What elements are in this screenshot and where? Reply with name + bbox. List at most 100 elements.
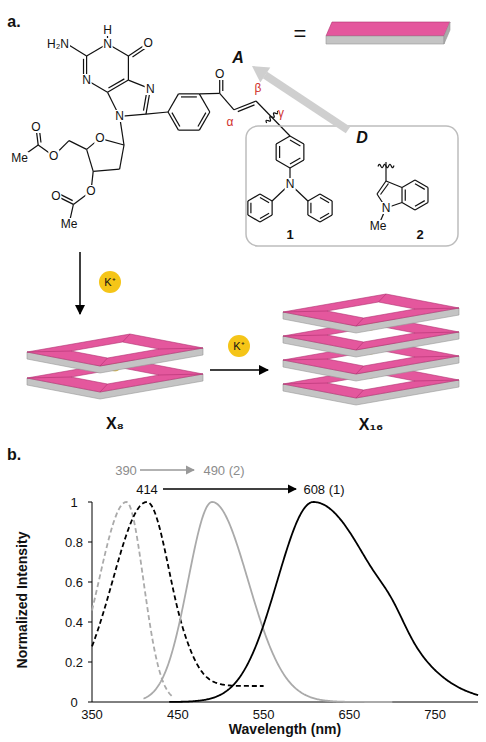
bond <box>220 93 234 110</box>
spectra-chart <box>88 470 478 702</box>
layer-seam <box>356 342 364 350</box>
panel-label: b. <box>7 447 21 463</box>
potassium-ion: K⁺ <box>228 335 250 357</box>
tick-label: 0.2 <box>65 656 83 669</box>
atom-label: Me <box>60 218 79 230</box>
bond <box>290 160 304 168</box>
atom-label: H₂N <box>46 38 70 50</box>
tick-label: 750 <box>424 708 446 721</box>
atom-label: N <box>381 202 392 214</box>
atom-label: O <box>50 190 61 202</box>
slab-side <box>326 36 444 44</box>
layer-seam <box>283 359 327 360</box>
bond-position-label: α <box>227 116 234 128</box>
bond <box>250 203 251 214</box>
quartet-layer <box>283 294 459 326</box>
bond <box>260 198 269 203</box>
y-axis <box>92 502 93 702</box>
bond <box>199 93 219 95</box>
quartet-layer <box>27 334 203 366</box>
bond <box>93 169 119 171</box>
attachment-wave <box>266 111 278 123</box>
atom-label: N <box>114 110 125 122</box>
bond <box>320 213 329 218</box>
bond <box>168 94 178 112</box>
quadruplex-stack: X₁₆ <box>268 288 474 438</box>
bond <box>381 184 389 195</box>
bond <box>128 56 129 80</box>
charge-transfer-arrowhead <box>252 66 270 82</box>
substituent-box <box>246 126 458 246</box>
bond <box>415 184 425 190</box>
bond <box>276 136 290 144</box>
bond <box>108 79 124 88</box>
bond <box>303 144 304 160</box>
tick-label: 1 <box>70 496 77 509</box>
tick-label: 550 <box>253 708 275 721</box>
bond <box>308 215 320 222</box>
stack-drawing <box>268 288 474 438</box>
tick-label: 350 <box>81 708 103 721</box>
atom-label: O <box>85 185 96 197</box>
layer-seam <box>356 390 364 398</box>
bond <box>402 180 415 188</box>
bond-position-label: γ <box>278 107 284 119</box>
bond <box>120 145 124 169</box>
layer-seam <box>27 351 71 352</box>
bond <box>260 213 269 218</box>
atom-label: N <box>285 178 296 190</box>
bond <box>178 130 199 131</box>
layer-seam <box>379 294 387 302</box>
assembly-arrow <box>79 252 81 314</box>
bond-position-label: β <box>255 82 262 94</box>
bond <box>377 181 386 194</box>
layer-seam <box>27 377 71 378</box>
atom-label: N <box>81 74 92 86</box>
atom-label: N <box>102 38 113 50</box>
tick-label: 0.8 <box>65 536 83 549</box>
bond <box>290 136 304 144</box>
bond <box>178 93 199 94</box>
axis-title: Wavelength (nm) <box>229 722 341 736</box>
wavelength-annotation: 490 (2) <box>203 464 244 477</box>
panel-label: a. <box>7 14 20 30</box>
layer-seam <box>159 374 203 375</box>
wavelength-annotation: 608 (1) <box>303 483 344 496</box>
attachment-wave <box>378 164 394 167</box>
bond <box>402 203 415 211</box>
layer-seam <box>159 348 203 349</box>
bond <box>146 112 168 114</box>
atom-label: O <box>30 121 41 133</box>
spectrum-curve <box>92 502 264 686</box>
wavelength-annotation: 390 <box>115 464 137 477</box>
bond <box>172 113 180 127</box>
bond <box>332 201 333 215</box>
tick-mark <box>88 502 92 503</box>
bond <box>279 146 280 158</box>
wavelength-annotation: 414 <box>136 483 158 496</box>
bond <box>272 201 273 215</box>
tick-mark <box>88 702 92 703</box>
atom-label: N <box>145 83 156 95</box>
potassium-ion: K⁺ <box>99 271 121 293</box>
stack-label: X₈ <box>106 415 124 437</box>
tick-label: 450 <box>167 708 189 721</box>
bond <box>415 201 425 207</box>
slab-side <box>444 22 450 44</box>
atom-label: O <box>94 132 105 144</box>
atom-label: Me <box>10 152 29 164</box>
x-axis <box>92 702 478 703</box>
layer-seam <box>415 308 459 309</box>
bond <box>256 101 290 136</box>
bond <box>247 201 248 215</box>
layer-seam <box>415 380 459 381</box>
acceptor-donor-label: D <box>356 130 368 146</box>
stack-label: X₁₆ <box>359 416 384 438</box>
bond <box>427 188 428 203</box>
atom-label: O <box>48 150 59 162</box>
bond <box>87 149 94 171</box>
layer-seam <box>415 356 459 357</box>
tick-label: 0 <box>70 696 77 709</box>
bond <box>181 96 197 97</box>
atom-label: O <box>143 37 154 49</box>
